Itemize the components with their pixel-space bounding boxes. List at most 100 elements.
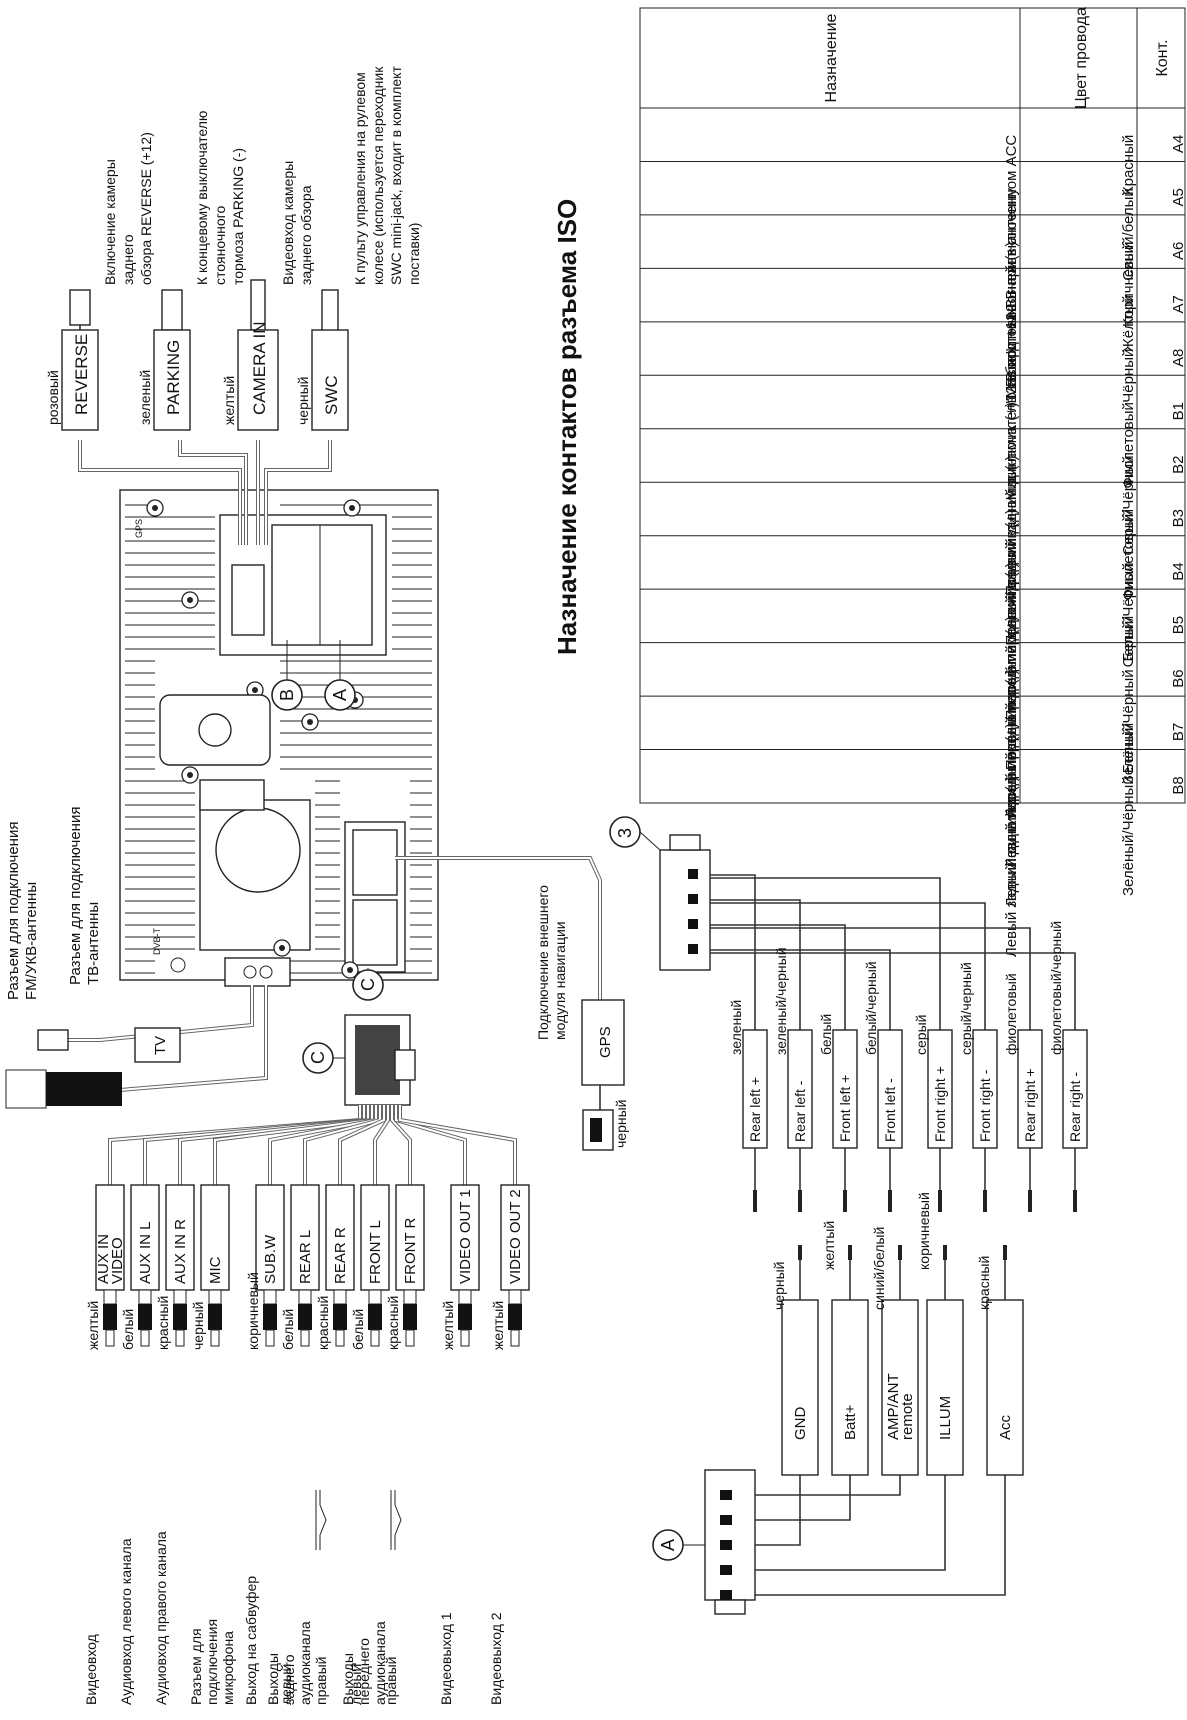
connector-description: заднего bbox=[120, 234, 136, 285]
table-cell: Белый/Чёрный bbox=[1120, 669, 1137, 773]
speaker-wire-label: Front left - bbox=[882, 1078, 898, 1142]
rca-wire-color: коричневый bbox=[245, 1272, 261, 1350]
speaker-wire-label: Rear left - bbox=[792, 1080, 808, 1142]
table-cell: Зелёный/Чёрный bbox=[1120, 776, 1137, 896]
speaker-wire-label: Front left + bbox=[837, 1075, 853, 1142]
rca-description: Видеовход bbox=[83, 1634, 99, 1705]
power-wire-label: Batt+ bbox=[842, 1404, 859, 1440]
gps-wire-color: черный bbox=[613, 1100, 629, 1148]
power-wire-label: Acc bbox=[997, 1414, 1014, 1440]
table-cell: +12 В при включенном ACC bbox=[1003, 135, 1020, 330]
table-cell: B6 bbox=[1170, 669, 1187, 687]
gps-box-label: GPS bbox=[597, 1026, 614, 1058]
table-cell: Правый передний динамик (+) bbox=[1003, 509, 1020, 720]
table-cell: B5 bbox=[1170, 616, 1187, 634]
table-title: Назначение контактов разъема ISO bbox=[552, 199, 582, 655]
table-cell: +12 В постоянно bbox=[1003, 295, 1020, 411]
rca-description: правый bbox=[313, 1657, 329, 1705]
rear-r-label: REAR R bbox=[332, 1227, 349, 1284]
rca-description: Видеовыход 2 bbox=[488, 1612, 504, 1705]
table-cell: Левый задний динамик (+) bbox=[1003, 723, 1020, 908]
table-cell: B7 bbox=[1170, 723, 1187, 741]
rear-audio-group-label: заднего bbox=[281, 1654, 297, 1705]
rca-wire-color: красный bbox=[385, 1296, 401, 1350]
table-cell: Жёлтый bbox=[1120, 295, 1137, 352]
table-cell: Левый передний динамик (+) bbox=[1003, 616, 1020, 818]
gps-description: Подключение внешнего bbox=[535, 885, 551, 1040]
connector-c2-marker-label: C bbox=[308, 1051, 328, 1064]
table-cell: Серый/Чёрный bbox=[1120, 562, 1137, 667]
table-cell: Чёрный bbox=[1120, 349, 1137, 403]
rca-description: левый bbox=[278, 1664, 294, 1705]
unit-gps-mark: GPS bbox=[134, 519, 144, 538]
reverse-label: REVERSE bbox=[72, 334, 91, 415]
table-cell: Левый передний динамик (-) bbox=[1003, 669, 1020, 867]
tv-antenna-description: ТВ-антенны bbox=[85, 902, 102, 985]
rca-description: Аудиовход правого канала bbox=[153, 1531, 169, 1705]
connector-3 bbox=[659, 834, 1076, 1030]
parking-connector bbox=[153, 329, 191, 431]
rear-l-label: REAR L bbox=[297, 1230, 314, 1284]
connector-c-marker-label: C bbox=[358, 978, 378, 991]
wire-color-label: розовый bbox=[45, 370, 61, 425]
table-cell: B8 bbox=[1170, 776, 1187, 794]
parking-label: PARKING bbox=[164, 340, 183, 415]
table-cell: B1 bbox=[1170, 402, 1187, 420]
speaker-wire-label: Rear right + bbox=[1022, 1068, 1038, 1142]
table-cell: Зелёный bbox=[1120, 723, 1137, 784]
table-cell: A6 bbox=[1170, 242, 1187, 260]
speaker-wire-label: Front right + bbox=[932, 1066, 948, 1142]
speaker-wire-label-box bbox=[832, 1029, 858, 1149]
front-audio-group-label: переднего bbox=[356, 1638, 372, 1705]
table-cell: A8 bbox=[1170, 349, 1187, 367]
gps-description: модуля навигации bbox=[552, 921, 568, 1040]
speaker-wire-label: Front right - bbox=[977, 1069, 993, 1142]
power-wire-color: синий/белый bbox=[871, 1227, 887, 1310]
connector-a-marker-label: A bbox=[330, 689, 350, 701]
rca-wire-color: желтый bbox=[85, 1301, 101, 1350]
table-cell: К выключателю габаритных огней (+) bbox=[1003, 242, 1020, 501]
aux-in-video-label: AUX IN bbox=[95, 1234, 112, 1284]
front-audio-group-label: Выходы bbox=[340, 1653, 356, 1705]
rca-wire-color: белый bbox=[350, 1309, 366, 1350]
speaker-wire-color: серый bbox=[913, 1015, 929, 1055]
connector-a2-marker-label: A bbox=[658, 1539, 678, 1551]
reverse-connector bbox=[61, 329, 99, 431]
rca-description: микрофона bbox=[220, 1631, 236, 1705]
speaker-wire-color: белый/черный bbox=[863, 961, 879, 1055]
connector-description: Видеовход камеры bbox=[280, 161, 296, 285]
wire-color-label: зеленый bbox=[137, 370, 153, 425]
tv-antenna-description: Разъем для подключения bbox=[67, 807, 84, 985]
speaker-wire-label-box bbox=[742, 1029, 768, 1149]
power-wire-color: красный bbox=[976, 1256, 992, 1310]
swc-connector bbox=[311, 329, 349, 431]
table-cell: Выход +12 В на авт. антенну bbox=[1003, 188, 1020, 387]
rca-wire-color: красный bbox=[315, 1296, 331, 1350]
rca-wire-color: черный bbox=[190, 1302, 206, 1350]
table-cell: Правый задний динамик (+) bbox=[1003, 402, 1020, 596]
video-out-1-label: VIDEO OUT 1 bbox=[457, 1189, 474, 1284]
unit-dvbt-mark: DVB-T bbox=[152, 927, 162, 955]
table-cell: Синий/белый bbox=[1120, 188, 1137, 281]
aux-in-l-label: AUX IN L bbox=[137, 1221, 154, 1284]
power-wire-color: коричневый bbox=[916, 1192, 932, 1270]
table-cell: Белый bbox=[1120, 616, 1137, 662]
rca-description: правый bbox=[383, 1657, 399, 1705]
table-header: Цвет провода bbox=[1073, 7, 1090, 109]
camera-in-label: CAMERA IN bbox=[250, 321, 269, 415]
rca-description: Разъем для bbox=[188, 1628, 204, 1705]
power-wire-label-box bbox=[831, 1299, 869, 1476]
table-header: Назначение bbox=[823, 13, 840, 102]
rca-description: подключения bbox=[204, 1619, 220, 1705]
speaker-wire-color: белый bbox=[818, 1014, 834, 1055]
table-cell: Левый задний динамик (-) bbox=[1003, 776, 1020, 957]
table-cell: Фиолетовый bbox=[1120, 402, 1137, 489]
power-wire-label-box bbox=[881, 1299, 919, 1476]
power-wire-label-box bbox=[986, 1299, 1024, 1476]
connector-three-marker-label: 3 bbox=[615, 828, 635, 838]
video-out-1-connector bbox=[450, 1184, 480, 1291]
fm-antenna-description: FM/УКВ-антенны bbox=[23, 882, 40, 1000]
connector-description: К концевому выключателю bbox=[194, 111, 210, 285]
table-cell: B4 bbox=[1170, 562, 1187, 580]
camera-in-connector bbox=[237, 329, 279, 431]
